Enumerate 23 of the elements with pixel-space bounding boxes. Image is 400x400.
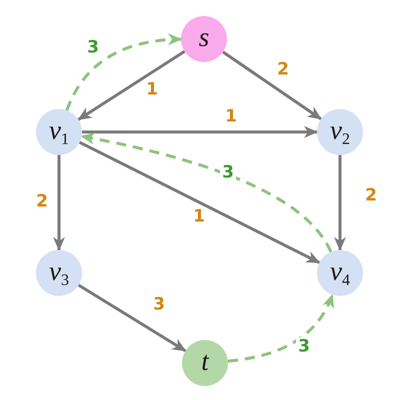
node-circle xyxy=(182,340,228,386)
node-label: s xyxy=(198,24,210,54)
arrow xyxy=(78,284,186,352)
node-label: v$_{3}$ xyxy=(49,258,69,288)
node-label: t xyxy=(201,348,209,378)
dashed-arrow xyxy=(228,294,334,363)
arrow xyxy=(78,140,320,264)
dashed-arrow xyxy=(80,132,332,253)
dashed-arrow xyxy=(65,34,182,111)
arrow xyxy=(334,155,346,251)
node-circle xyxy=(36,109,82,155)
node-label: v$_{2}$ xyxy=(330,116,350,148)
arrow xyxy=(222,50,322,120)
node-circle xyxy=(317,109,363,155)
node-label: v$_{1}$ xyxy=(49,116,69,148)
arrow xyxy=(78,50,186,121)
node-circle xyxy=(36,250,82,296)
arrow xyxy=(53,155,65,251)
node-label: v$_{4}$ xyxy=(330,258,350,288)
node-circle xyxy=(317,250,363,296)
edge-label: 3 xyxy=(220,164,236,182)
node-circle xyxy=(181,16,227,62)
arrow xyxy=(82,126,318,138)
